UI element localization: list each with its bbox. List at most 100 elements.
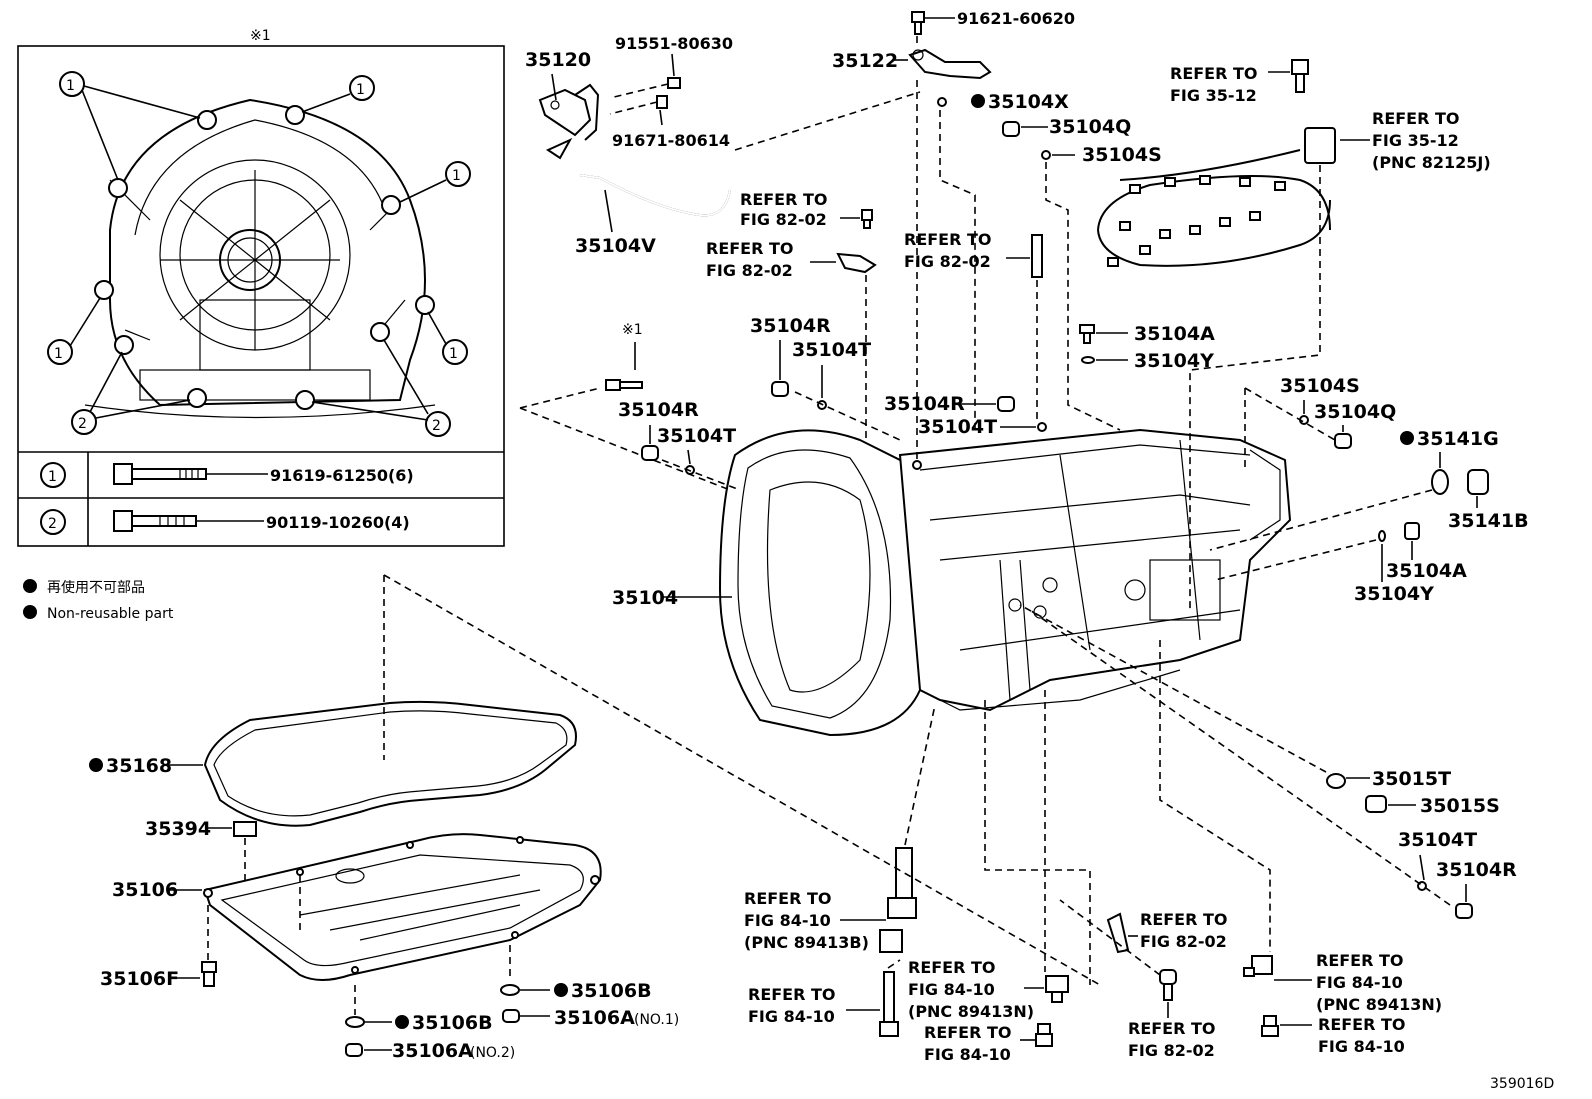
svg-text:2: 2 <box>48 516 57 532</box>
label-91671-80614: 91671-80614 <box>612 131 730 150</box>
part-35168-gasket <box>203 700 577 827</box>
ref-1b: FIG 35-12 <box>1170 86 1257 105</box>
label-35104S-a: 35104S <box>1082 144 1162 166</box>
bolt-icon <box>1159 969 1177 1001</box>
bracket-icon <box>1106 912 1130 954</box>
ref-11a: REFER TO <box>1128 1019 1216 1038</box>
label-35168: 35168 <box>106 755 172 777</box>
bolt-icon <box>861 209 873 229</box>
label-35120: 35120 <box>525 49 591 71</box>
label-35104R-d: 35104R <box>1436 859 1517 881</box>
ref-3b: FIG 82-02 <box>740 210 827 229</box>
ref-7a: REFER TO <box>748 985 836 1004</box>
label-35106A-b: 35106A <box>392 1040 473 1062</box>
svg-text:1: 1 <box>449 346 458 362</box>
inset-mark: ※1 <box>250 28 271 44</box>
ref-2c: (PNC 82125J) <box>1372 153 1491 172</box>
svg-text:1: 1 <box>452 168 461 184</box>
key-jp: 再使用不可部品 <box>47 579 145 596</box>
ref-12b: FIG 84-10 <box>1316 973 1403 992</box>
label-35104: 35104 <box>612 587 678 609</box>
non-reusable-dot-icon <box>554 983 568 997</box>
label-91551-80630: 91551-80630 <box>615 34 733 53</box>
label-35394: 35394 <box>145 818 211 840</box>
label-35104T-b: 35104T <box>657 425 736 447</box>
bolt-91621 <box>911 11 925 35</box>
ref-13b: FIG 84-10 <box>1318 1037 1405 1056</box>
stud-icon <box>1031 234 1043 278</box>
part-35120-bracket <box>538 83 600 160</box>
ref-11b: FIG 82-02 <box>1128 1041 1215 1060</box>
ref-9a: REFER TO <box>924 1023 1012 1042</box>
label-35104Q-b: 35104Q <box>1314 401 1396 423</box>
bolt-icon <box>605 379 643 391</box>
inset-legend: 1 1 91619-61250(6) 2 2 90119-10260(4) <box>40 462 414 535</box>
ref-10b: FIG 82-02 <box>1140 932 1227 951</box>
non-reusable-dot-icon <box>89 758 103 772</box>
ref-1a: REFER TO <box>1170 64 1258 83</box>
label-35104X: 35104X <box>988 91 1069 113</box>
ref-8c: (PNC 89413N) <box>908 1002 1034 1021</box>
non-reusable-dot-icon <box>971 94 985 108</box>
transmission-case <box>718 428 1292 737</box>
legend-circle-1: 1 <box>47 469 56 485</box>
part-35104V-hose <box>579 91 921 217</box>
inset-frame <box>17 45 505 547</box>
sensor-89413N-a <box>1045 975 1069 1003</box>
label-35141B: 35141B <box>1448 510 1529 532</box>
ref-6b: FIG 84-10 <box>744 911 831 930</box>
label-35104T-d: 35104T <box>1398 829 1477 851</box>
label-35104Y-a: 35104Y <box>1134 350 1214 372</box>
bolt-icon <box>113 510 197 532</box>
svg-text:1: 1 <box>66 78 75 94</box>
bolt-icon <box>1035 1023 1053 1047</box>
magnet-35394 <box>233 821 257 837</box>
bolt-icon <box>879 971 899 1037</box>
ref-12c: (PNC 89413N) <box>1316 995 1442 1014</box>
label-35104T-c: 35104T <box>918 416 997 438</box>
bolt-icon <box>113 463 207 485</box>
plug-35141B <box>1467 469 1489 495</box>
label-35104Y-b: 35104Y <box>1354 583 1434 605</box>
svg-text:1: 1 <box>48 469 57 485</box>
label-35106: 35106 <box>112 879 178 901</box>
ref-4a: REFER TO <box>706 239 794 258</box>
bell-housing-front-view <box>84 98 436 419</box>
bolt-icon <box>201 961 217 973</box>
label-35106A-a-note: (NO.1) <box>634 1012 679 1028</box>
legend-part-2: 90119-10260(4) <box>266 513 410 532</box>
ref-2a: REFER TO <box>1372 109 1460 128</box>
key-legend: 再使用不可部品 Non-reusable part <box>23 579 174 622</box>
label-35104T-a: 35104T <box>792 339 871 361</box>
legend-circle-2: 2 <box>47 516 56 532</box>
inset-callouts: 1 1 1 1 1 2 2 <box>47 71 471 437</box>
mark-1: ※1 <box>622 322 643 338</box>
legend-part-1: 91619-61250(6) <box>270 466 414 485</box>
label-35106A-b-note: (NO.2) <box>470 1045 515 1061</box>
label-35104R-a: 35104R <box>750 315 831 337</box>
ref-8b: FIG 84-10 <box>908 980 995 999</box>
sensor-89413N-b <box>1243 955 1273 977</box>
label-91621-60620: 91621-60620 <box>957 9 1075 28</box>
ref-6c: (PNC 89413B) <box>744 933 869 952</box>
bolt-91671 <box>609 95 668 115</box>
bolt-91551 <box>609 77 681 99</box>
label-35104R-b: 35104R <box>618 399 699 421</box>
ref-2b: FIG 35-12 <box>1372 131 1459 150</box>
bolt-35104A <box>1079 324 1095 344</box>
label-35104S-b: 35104S <box>1280 375 1360 397</box>
label-35106B-b: 35106B <box>412 1012 493 1034</box>
non-reusable-dot-icon <box>23 579 37 593</box>
label-35104A-a: 35104A <box>1134 323 1215 345</box>
ref-12a: REFER TO <box>1316 951 1404 970</box>
bolt-icon <box>1261 1015 1279 1037</box>
svg-text:1: 1 <box>54 346 63 362</box>
label-35104V: 35104V <box>575 235 656 257</box>
non-reusable-dot-icon <box>1400 431 1414 445</box>
ref-9b: FIG 84-10 <box>924 1045 1011 1064</box>
part-35106-oil-pan <box>203 833 602 981</box>
ref-8a: REFER TO <box>908 958 996 977</box>
inset-panel: ※1 <box>17 28 505 547</box>
label-35122: 35122 <box>832 50 898 72</box>
wire-harness <box>1097 127 1336 267</box>
